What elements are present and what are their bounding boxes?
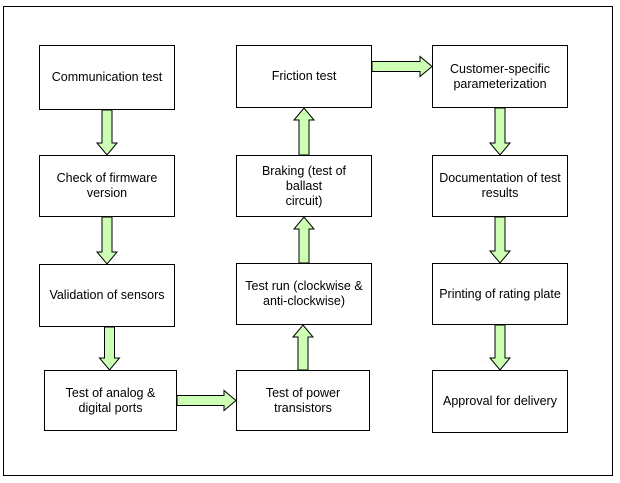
node-approval-delivery: Approval for delivery bbox=[432, 370, 568, 433]
arrow-docs-to-rating bbox=[488, 216, 512, 264]
node-test-run: Test run (clockwise & anti-clockwise) bbox=[236, 263, 372, 325]
node-firmware-check: Check of firmware version bbox=[39, 155, 175, 217]
diagram-frame bbox=[3, 6, 613, 476]
node-analog-digital-ports: Test of analog & digital ports bbox=[44, 370, 177, 431]
arrow-comm-to-firmware bbox=[95, 109, 119, 156]
node-test-documentation: Documentation of test results bbox=[432, 155, 568, 217]
node-braking: Braking (test of ballast circuit) bbox=[236, 155, 372, 217]
arrow-custom-to-docs bbox=[488, 107, 512, 156]
node-communication-test: Communication test bbox=[39, 45, 175, 110]
arrow-braking-to-friction bbox=[292, 107, 316, 156]
arrow-sensors-to-ports bbox=[98, 326, 121, 371]
arrow-power-to-testrun bbox=[291, 324, 315, 371]
arrow-firmware-to-sensors bbox=[95, 216, 119, 265]
node-customer-parameterization: Customer-specific parameterization bbox=[432, 45, 568, 108]
arrow-ports-to-power bbox=[176, 389, 237, 412]
node-sensor-validation: Validation of sensors bbox=[39, 264, 175, 327]
node-rating-plate: Printing of rating plate bbox=[432, 263, 568, 325]
arrow-friction-to-custom bbox=[371, 55, 433, 78]
arrow-testrun-to-braking bbox=[292, 216, 316, 264]
node-friction-test: Friction test bbox=[236, 45, 372, 108]
node-power-transistors: Test of power transistors bbox=[236, 370, 370, 431]
arrow-rating-to-approval bbox=[488, 324, 512, 371]
